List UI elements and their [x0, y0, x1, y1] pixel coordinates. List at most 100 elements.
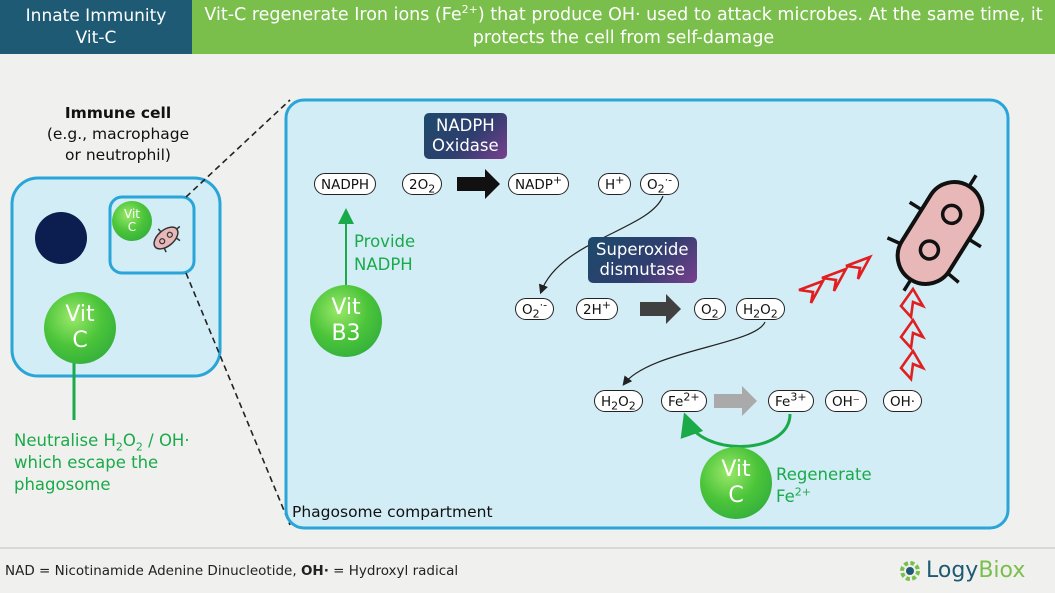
regenerate-sup: 2+ [794, 485, 811, 499]
pill-fe3-text: Fe [775, 394, 791, 410]
immune-cell-caption: Immune cell (e.g., macrophage or neutrop… [38, 103, 198, 166]
zoom-line-bottom [185, 272, 291, 526]
neutralise-line3: phagosome [14, 475, 111, 494]
pill-o2: O2 [694, 298, 726, 320]
pill-2o2: 2O2 [402, 173, 443, 196]
phagosome-label: Phagosome compartment [292, 503, 493, 521]
attack-arrows-diagonal [798, 254, 873, 304]
vitc-cell-l2: C [72, 328, 88, 353]
pill-so1-sub: 2 [657, 182, 665, 196]
immune-cell-subtitle-1: (e.g., macrophage [46, 125, 190, 143]
neutralise-line2: which escape the [14, 453, 159, 472]
footnote-c: = Hydroxyl radical [328, 563, 459, 579]
fe-regeneration-arc [680, 412, 792, 448]
header-topic-line2: Vit-C [75, 28, 117, 48]
pill-fe2-text: Fe [668, 394, 684, 410]
attack-arrows-vertical [899, 286, 927, 382]
mini-microbe-icon [153, 225, 181, 253]
pill-superoxide-2: O2·- [515, 298, 555, 320]
pill-oh-radical: OH· [883, 390, 923, 412]
vitc-small-l2: C [127, 220, 137, 234]
logo-text-a: Logy [926, 558, 979, 583]
pill-h2o2-1: H2O2 [736, 298, 785, 320]
pill-h2o2b-2: O [618, 394, 629, 410]
enzyme2-l2: dismutase [599, 260, 686, 279]
footnote-a: NAD = Nicotinamide Adenine Dinucleotide, [5, 563, 301, 579]
pill-so1-sup: ·- [664, 173, 673, 187]
header-topic-line1: Innate Immunity [25, 6, 167, 26]
summary-sup: 2+ [461, 3, 478, 17]
pill-h-plus: H+ [598, 173, 632, 195]
neutralise-sub1: 2 [115, 440, 123, 454]
pill-fe2: Fe2+ [661, 390, 707, 412]
logo-text-b: Biox [978, 558, 1026, 583]
pill-h2o2b-1: O [760, 302, 771, 318]
header-summary: Vit-C regenerate Iron ions (Fe2+) that p… [192, 0, 1055, 54]
vitc-small-ball: Vit C [112, 201, 152, 241]
pill-h2o2s1-1: 2 [753, 307, 761, 321]
enzyme1-l1: NADPH [435, 116, 495, 135]
pill-nadp: NADP+ [508, 173, 570, 195]
pill-2h-sup: + [601, 298, 611, 312]
pill-h2o2a-1: H [743, 302, 754, 318]
neutralise-c: / OH· [142, 431, 190, 450]
pill-h2o2s2-1: 2 [770, 307, 778, 321]
summary-text-a: Vit-C regenerate Iron ions (Fe [204, 5, 462, 25]
provide-nadph-caption: Provide NADPH [354, 230, 415, 276]
pill-2h-text: 2H [583, 302, 602, 318]
header-topic: Innate Immunity Vit-C [0, 0, 192, 54]
provide-l1: Provide [354, 232, 416, 251]
vitc-phagosome-ball: Vit C [700, 447, 772, 519]
enzyme1-l2: Oxidase [432, 136, 499, 155]
footnote-b: OH· [300, 563, 329, 579]
regenerate-caption: Regenerate Fe2+ [776, 464, 872, 508]
curve-h2o2 [622, 321, 766, 386]
logo: LogyBiox [898, 558, 1025, 583]
pill-o2-sub: 2 [711, 307, 719, 321]
pill-2o2-sub: 2 [428, 182, 436, 196]
footer-divider [0, 547, 1055, 549]
pill-h-sup: + [615, 173, 625, 187]
vitc-cell-l1: Vit [65, 302, 95, 327]
immune-cell-subtitle-2: or neutrophil) [65, 146, 171, 164]
vitb3-ball: Vit B3 [310, 285, 382, 357]
enzyme2-l1: Superoxide [596, 240, 689, 259]
pill-h2o2-2: H2O2 [594, 390, 643, 412]
summary-text-b: ) that produce OH· used to attack microb… [472, 5, 1043, 48]
pill-nadp-text: NADP [515, 177, 553, 193]
pill-so1-text: O [647, 177, 658, 193]
arrow-row1 [457, 169, 500, 199]
pill-h2o2s2-2: 2 [628, 399, 636, 413]
pill-nadph: NADPH [314, 173, 377, 195]
pill-h2o2a-2: H [601, 394, 612, 410]
pill-fe3-sup: 3+ [790, 390, 807, 404]
pill-2o2-text: 2O [409, 177, 429, 193]
regenerate-l2: Fe [776, 487, 795, 506]
neutralise-b: O [122, 431, 136, 450]
vitc-ph-l1: Vit [721, 457, 751, 482]
arrow-row2 [640, 294, 681, 324]
zoom-line-top [185, 99, 291, 198]
enzyme-superoxide-dismutase: Superoxide dismutase [588, 237, 697, 283]
pill-fe2-sup: 2+ [683, 390, 700, 404]
pill-fe3: Fe3+ [768, 390, 814, 412]
vitb3-l1: Vit [331, 295, 361, 320]
pill-nadp-sup: + [552, 173, 563, 187]
microbe-icon [886, 174, 985, 292]
immune-cell-title: Immune cell [64, 104, 172, 122]
neutralise-a: Neutralise H [14, 431, 116, 450]
pill-oh-minus: OH⁻ [825, 390, 867, 412]
vitc-ph-l2: C [728, 483, 744, 508]
neutralise-caption: Neutralise H2O2 / OH· which escape the p… [14, 430, 190, 496]
pill-o2-text: O [701, 302, 712, 318]
pill-h-text: H [605, 177, 616, 193]
regenerate-l1: Regenerate [776, 465, 872, 484]
footnote: NAD = Nicotinamide Adenine Dinucleotide,… [5, 563, 458, 579]
enzyme-nadph-oxidase: NADPH Oxidase [424, 113, 507, 159]
vitc-cell-ball: Vit C [44, 292, 116, 364]
pill-2h-plus: 2H+ [576, 298, 618, 320]
nucleus [35, 212, 87, 264]
logo-gear-icon [900, 560, 920, 581]
vitb3-l2: B3 [331, 321, 361, 346]
